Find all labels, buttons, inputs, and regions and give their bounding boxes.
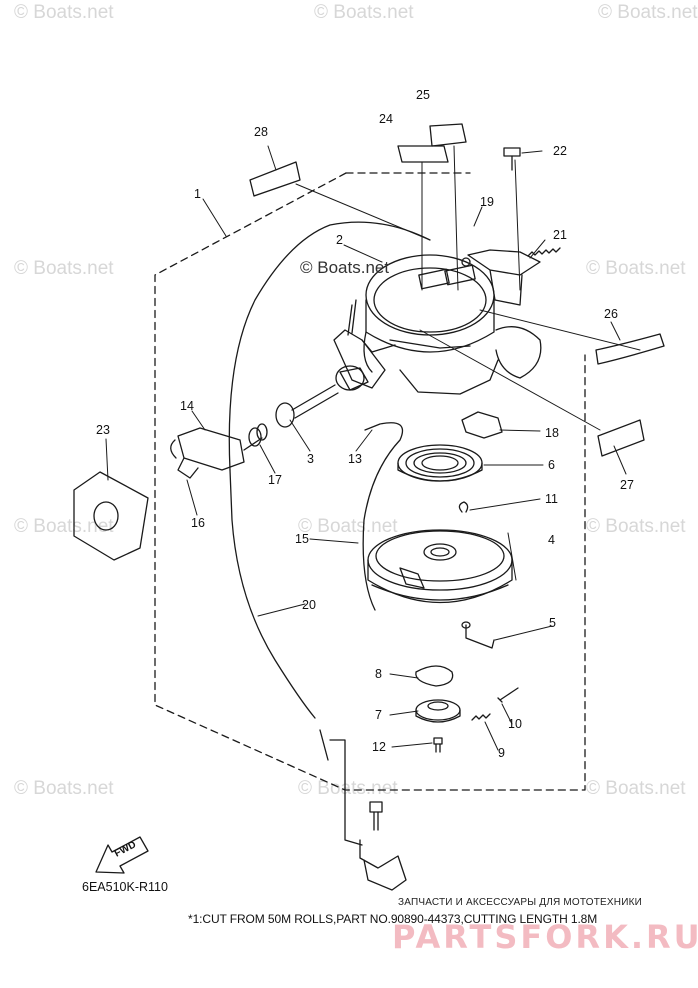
watermark: © Boats.net <box>14 2 114 23</box>
rope-guide <box>248 365 365 447</box>
callout-6: 6 <box>548 458 555 472</box>
callout-25: 25 <box>416 88 430 102</box>
inline-watermark: © Boats.net <box>300 258 390 277</box>
drive-pawl <box>461 621 495 649</box>
callout-10: 10 <box>508 717 522 731</box>
cable-bracket <box>319 729 407 891</box>
callout-4: 4 <box>548 533 555 547</box>
spiral-spring <box>397 444 483 482</box>
recoil-housing <box>333 249 542 395</box>
watermark: © Boats.net <box>298 516 398 537</box>
callout-14: 14 <box>180 399 194 413</box>
link-rod <box>362 422 404 611</box>
friction-plate <box>415 665 454 687</box>
watermark: © Boats.net <box>598 2 698 23</box>
screw-22 <box>503 147 521 171</box>
footnote: *1:CUT FROM 50M ROLLS,PART NO.90890-4437… <box>188 912 598 926</box>
callout-28: 28 <box>254 125 268 139</box>
shop-logo: PARTSFORK.RU <box>392 918 698 956</box>
callout-24: 24 <box>379 112 393 126</box>
callout-23: 23 <box>96 423 110 437</box>
callout-19: 19 <box>480 195 494 209</box>
callout-22: 22 <box>553 144 567 158</box>
shop-tagline: ЗАПЧАСТИ И АКСЕССУАРЫ ДЛЯ МОТОТЕХНИКИ <box>398 897 643 908</box>
callout-27: 27 <box>620 478 634 492</box>
starter-cable-1 <box>228 221 431 471</box>
callout-16: 16 <box>191 516 205 530</box>
watermark: © Boats.net <box>14 258 114 279</box>
decal-24 <box>397 145 449 163</box>
watermark: © Boats.net <box>586 778 686 799</box>
callout-18: 18 <box>545 426 559 440</box>
callout-1: 1 <box>194 187 201 201</box>
decal-28 <box>249 161 301 197</box>
callout-2: 2 <box>336 233 343 247</box>
rope-reel <box>367 529 513 604</box>
callout-21: 21 <box>553 228 567 242</box>
callout-26: 26 <box>604 307 618 321</box>
watermark: © Boats.net <box>14 778 114 799</box>
bolt-12 <box>433 737 443 753</box>
callout-20: 20 <box>302 598 316 612</box>
callout-7: 7 <box>375 708 382 722</box>
watermark: © Boats.net <box>586 516 686 537</box>
diagram-code: 6EA510K-R110 <box>82 880 168 894</box>
callout-3: 3 <box>307 452 314 466</box>
callout-11: 11 <box>545 492 558 506</box>
callout-13: 13 <box>348 452 362 466</box>
callout-9: 9 <box>498 746 505 760</box>
starter-handle <box>170 427 263 479</box>
decal-26 <box>595 333 665 365</box>
leader-lines <box>105 145 641 751</box>
grommet <box>73 471 149 561</box>
assembly-boundary <box>154 172 586 791</box>
callout-12: 12 <box>372 740 386 754</box>
callout-8: 8 <box>375 667 382 681</box>
watermark: © Boats.net <box>314 2 414 23</box>
spring-10 <box>497 687 519 703</box>
callout-5: 5 <box>549 616 556 630</box>
circlip <box>458 501 469 513</box>
watermark: © Boats.net <box>586 258 686 279</box>
fwd-arrow <box>95 836 149 874</box>
drive-plate <box>415 699 461 723</box>
decal-25 <box>429 123 467 147</box>
callout-15: 15 <box>295 532 309 546</box>
decal-27 <box>597 419 645 457</box>
watermark: © Boats.net <box>298 778 398 799</box>
cam-18 <box>461 411 503 439</box>
watermark: © Boats.net <box>14 516 114 537</box>
callout-17: 17 <box>268 473 282 487</box>
spring-9 <box>471 713 491 721</box>
